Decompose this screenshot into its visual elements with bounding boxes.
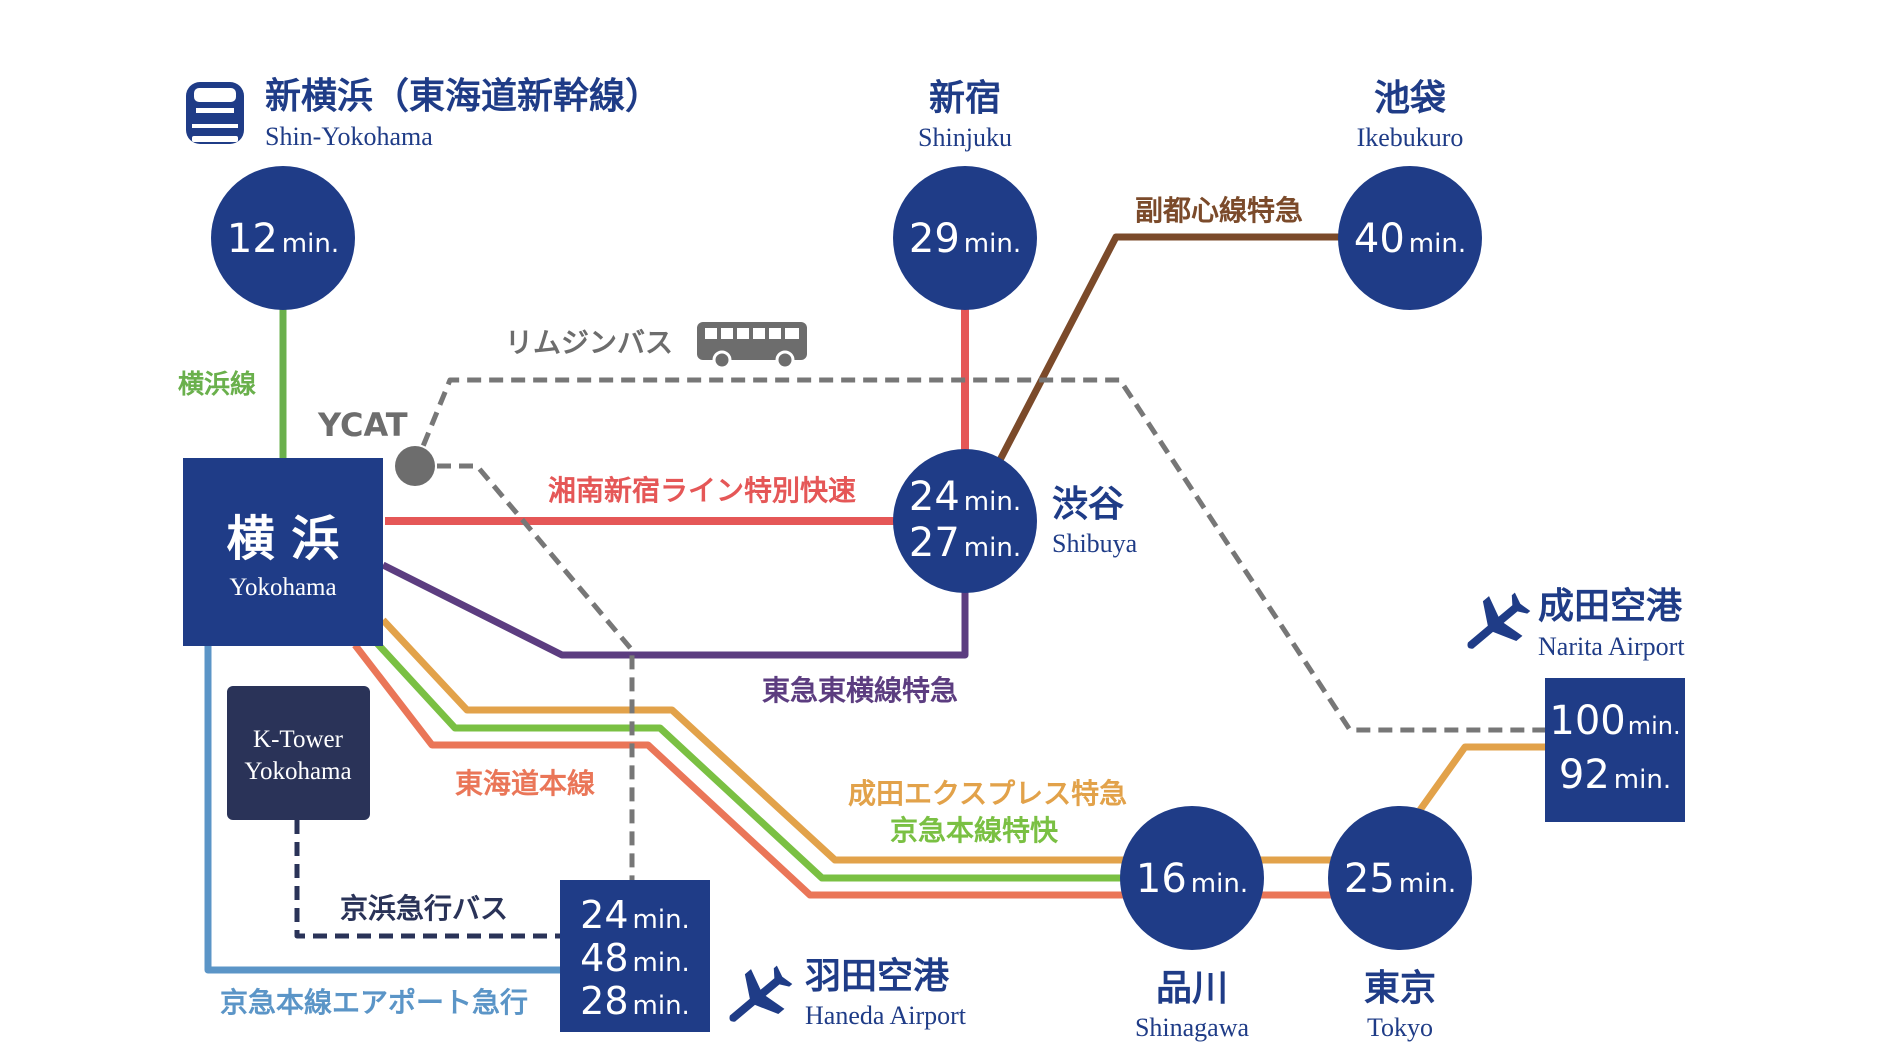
line-keikyu-main bbox=[371, 637, 1190, 882]
line-toyoko bbox=[381, 561, 969, 659]
shinkansen-train-icon bbox=[186, 82, 244, 144]
ikebukuro-label-jp: 池袋 bbox=[1374, 78, 1446, 119]
label-limousine-bus: リムジンバス bbox=[505, 326, 673, 359]
tokyo-label-en: Tokyo bbox=[1367, 1013, 1433, 1042]
label-toyoko: 東急東横線特急 bbox=[762, 674, 958, 707]
yokohama-label-jp: 横 浜 bbox=[227, 511, 340, 567]
shibuya-node bbox=[893, 449, 1037, 593]
narita-label-jp: 成田空港 bbox=[1538, 586, 1683, 627]
airplane-icon bbox=[729, 965, 793, 1022]
label-keikyu-airport: 京急本線エアポート急行 bbox=[220, 986, 528, 1019]
shinagawa-label-en: Shinagawa bbox=[1135, 1013, 1250, 1042]
ktower-line2: Yokohama bbox=[244, 758, 351, 785]
yokohama-hub bbox=[183, 458, 383, 646]
shinagawa-label-jp: 品川 bbox=[1156, 968, 1228, 1009]
shin-yokohama-node bbox=[211, 166, 355, 310]
line-fukutoshin bbox=[996, 233, 1345, 462]
ycat-label: YCAT bbox=[317, 406, 408, 444]
label-shonan-shinjuku: 湘南新宿ライン特別快速 bbox=[548, 474, 856, 507]
shin-yokohama-label-en: Shin-Yokohama bbox=[265, 122, 433, 151]
tokyo-label-jp: 東京 bbox=[1364, 967, 1436, 1009]
shinjuku-label-en: Shinjuku bbox=[918, 123, 1012, 152]
label-narita-express: 成田エクスプレス特急 bbox=[848, 777, 1127, 810]
ikebukuro-node bbox=[1338, 166, 1482, 310]
label-keikyu-main: 京急本線特快 bbox=[890, 814, 1059, 847]
line-keihin-bus bbox=[294, 820, 560, 939]
narita-node bbox=[1545, 678, 1685, 822]
line-keikyu-airport bbox=[204, 645, 560, 974]
tokyo-node bbox=[1328, 806, 1472, 950]
haneda-node bbox=[560, 880, 710, 1032]
airplane-icon bbox=[1467, 592, 1531, 649]
narita-label-en: Narita Airport bbox=[1538, 632, 1685, 661]
label-yokohama-line: 横浜線 bbox=[178, 369, 256, 400]
label-keihin-bus: 京浜急行バス bbox=[340, 892, 508, 925]
shinjuku-label-jp: 新宿 bbox=[929, 78, 1001, 119]
ktower-line1: K-Tower bbox=[253, 726, 344, 753]
yokohama-label-en: Yokohama bbox=[229, 574, 336, 601]
haneda-label-jp: 羽田空港 bbox=[805, 956, 950, 997]
shibuya-label-jp: 渋谷 bbox=[1052, 484, 1124, 525]
ktower-box bbox=[227, 686, 370, 820]
shibuya-label-en: Shibuya bbox=[1052, 529, 1138, 558]
label-tokaido: 東海道本線 bbox=[455, 767, 595, 800]
line-tokaido bbox=[352, 642, 1400, 899]
ikebukuro-label-en: Ikebukuro bbox=[1357, 123, 1464, 152]
label-fukutoshin: 副都心線特急 bbox=[1135, 194, 1303, 227]
line-limousine-bus-haneda bbox=[415, 463, 635, 880]
ycat-node bbox=[395, 446, 435, 486]
haneda-label-en: Haneda Airport bbox=[805, 1001, 967, 1030]
shin-yokohama-label-jp: 新横浜（東海道新幹線） bbox=[265, 75, 661, 117]
shinagawa-node bbox=[1120, 806, 1264, 950]
shinjuku-node bbox=[893, 166, 1037, 310]
line-narita-express bbox=[380, 617, 1400, 864]
bus-icon bbox=[697, 322, 807, 370]
line-tokyo-narita bbox=[1417, 743, 1545, 813]
narita-time-1: 100min. bbox=[1549, 698, 1680, 744]
